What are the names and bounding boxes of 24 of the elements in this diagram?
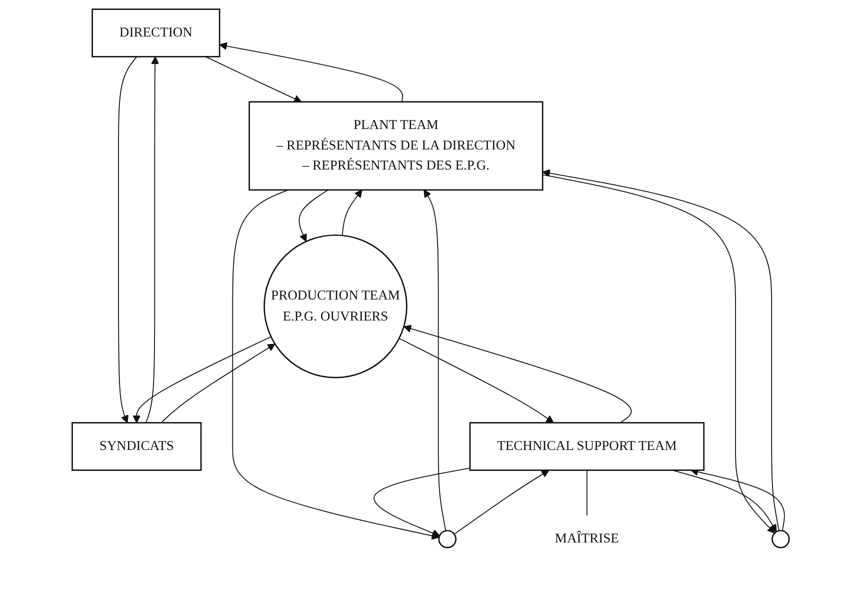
arrow [454, 470, 550, 535]
arrow [118, 56, 138, 424]
connector [586, 470, 588, 516]
node-box [92, 8, 221, 58]
node-box [248, 101, 544, 191]
arrow [132, 336, 272, 424]
arrow [232, 190, 440, 540]
arrow [299, 190, 329, 242]
arrow [404, 324, 632, 424]
arrow [342, 190, 363, 236]
node-circle [264, 234, 408, 378]
node-box [72, 422, 202, 471]
arrow [424, 190, 447, 532]
node-text: MAÎTRISE [555, 532, 620, 546]
arrow [398, 338, 554, 424]
arrow [220, 42, 404, 102]
node-box [470, 422, 705, 471]
organization-diagram: DIRECTION PLANT TEAM – REPRÉSENTANTS DE LA DIRECTION – REPRÉSENTANTS DES E.P.G. SYNDICATS PRODUCTION TEAM E.P.G. OUVRIERS TECHNICAL SUPPORT TEAM MAÎTRISE [65, 2, 797, 587]
node-circle [772, 530, 790, 548]
arrow [161, 344, 276, 424]
arrow [146, 56, 160, 424]
arrow [374, 468, 471, 537]
node-circle [438, 530, 457, 548]
arrow [205, 56, 302, 102]
